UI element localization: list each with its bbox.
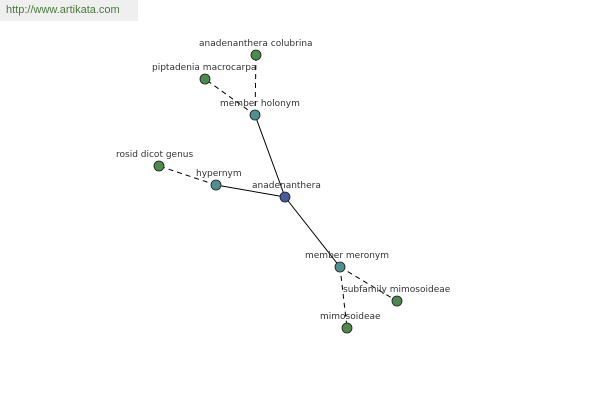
node-anadenanthera-colubrina[interactable]: [250, 49, 262, 61]
node-rosid-dicot-genus[interactable]: [153, 160, 165, 172]
edges-layer: [158, 54, 398, 329]
nodes-layer: [153, 49, 403, 334]
node-subfamily-mimosoideae[interactable]: [391, 295, 403, 307]
edge-center-hypernym: [215, 184, 286, 198]
watermark-link[interactable]: http://www.artikata.com: [0, 0, 138, 21]
edge-center-member-holonym: [254, 114, 286, 198]
edge-member-meronym-mimosoideae: [339, 266, 348, 329]
label-anadenanthera-colubrina[interactable]: anadenanthera colubrina: [199, 39, 313, 49]
node-mimosoideae[interactable]: [341, 322, 353, 334]
label-hypernym[interactable]: hypernym: [196, 169, 242, 179]
node-hypernym[interactable]: [210, 179, 222, 191]
edge-center-member-meronym: [284, 196, 341, 268]
edge-hypernym-rosid-dicot-genus: [158, 165, 217, 186]
label-member-holonym[interactable]: member holonym: [220, 99, 300, 109]
node-member-meronym[interactable]: [334, 261, 346, 273]
label-piptadenia-macrocarpa[interactable]: piptadenia macrocarpa: [152, 63, 256, 73]
node-member-holonym[interactable]: [249, 109, 261, 121]
label-center[interactable]: anadenanthera: [252, 181, 321, 191]
label-member-meronym[interactable]: member meronym: [305, 251, 389, 261]
edge-member-meronym-subfamily-mimosoideae: [339, 266, 398, 302]
label-mimosoideae[interactable]: mimosoideae: [320, 312, 381, 322]
edge-member-holonym-anadenanthera-colubrina: [254, 54, 257, 116]
label-rosid-dicot-genus[interactable]: rosid dicot genus: [116, 150, 193, 160]
node-center[interactable]: [279, 191, 291, 203]
node-piptadenia-macrocarpa[interactable]: [199, 73, 211, 85]
label-subfamily-mimosoideae[interactable]: subfamily mimosoideae: [343, 285, 451, 295]
labels-layer: anadenanthera hypernym member holonym membe…: [116, 39, 451, 322]
edge-member-holonym-piptadenia-macrocarpa: [204, 78, 256, 116]
